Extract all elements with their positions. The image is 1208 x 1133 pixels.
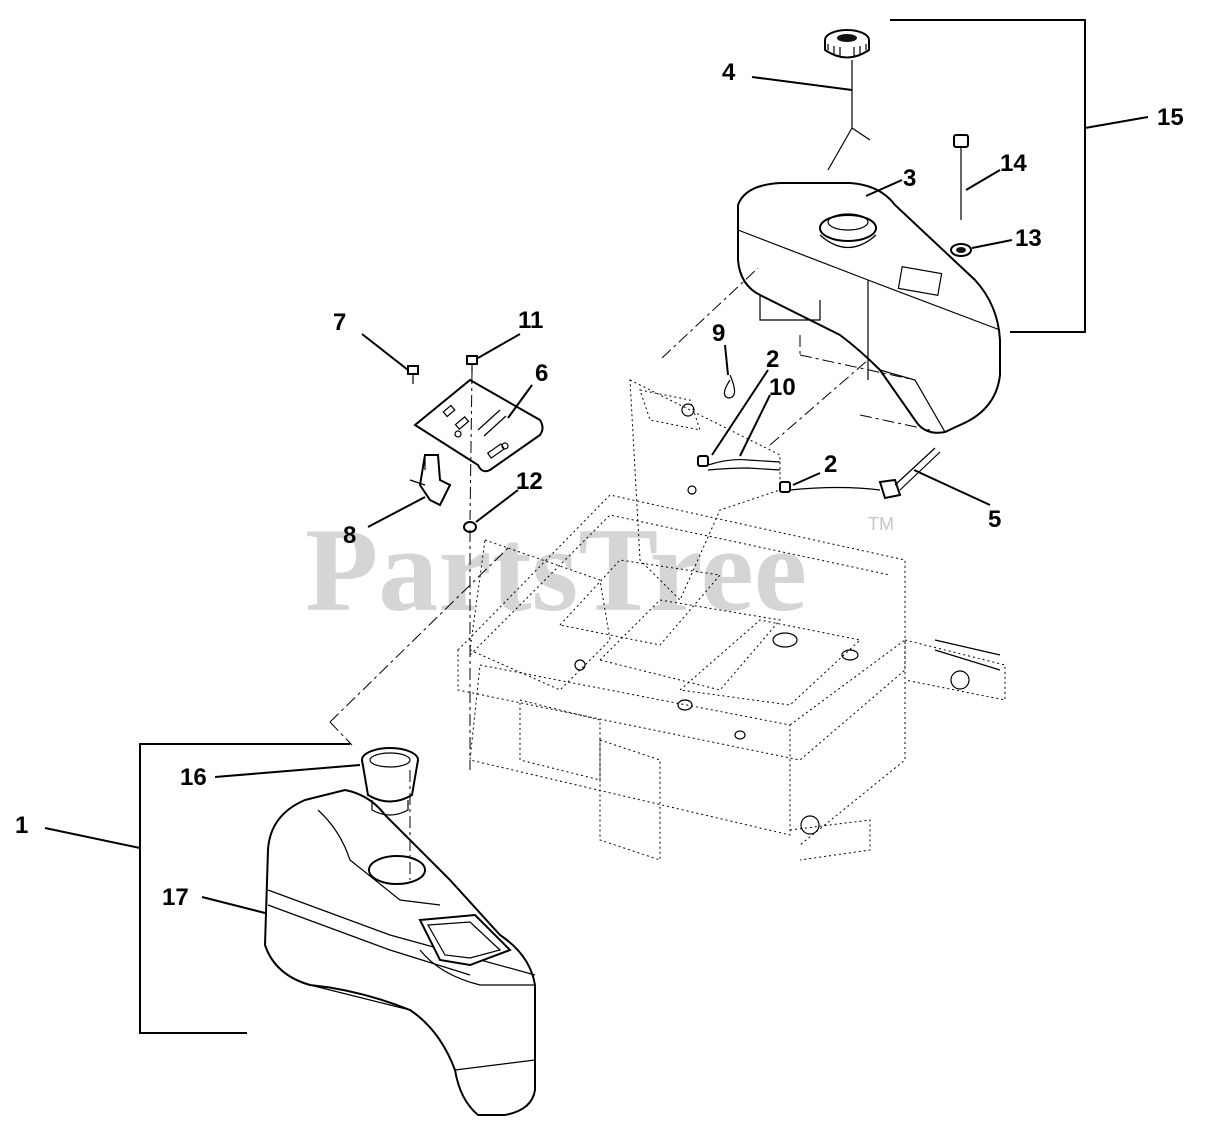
callout-7: 7 — [333, 309, 346, 336]
callout-11: 11 — [518, 307, 543, 334]
callout-10: 10 — [769, 374, 796, 401]
watermark: PartsTree TM — [305, 503, 894, 636]
callout-17: 17 — [162, 884, 189, 911]
bracket-15 — [890, 19, 1149, 333]
callout-6: 6 — [535, 360, 548, 387]
callout-4: 4 — [722, 59, 736, 86]
callout-16: 16 — [180, 764, 207, 791]
callout-2-lower: 2 — [824, 451, 837, 478]
callout-2-upper: 2 — [766, 346, 779, 373]
gas-cap — [824, 29, 871, 171]
callout-labels: 1 2 2 3 4 5 6 7 8 9 10 11 12 13 14 15 16… — [15, 59, 1184, 911]
callout-1: 1 — [15, 812, 28, 839]
callout-9: 9 — [712, 320, 725, 347]
fuel-gauge — [950, 134, 972, 257]
leader-lines — [201, 76, 1013, 914]
watermark-tm: TM — [868, 514, 894, 534]
upper-fuel-tank — [737, 182, 1001, 434]
callout-12: 12 — [516, 468, 543, 495]
callout-14: 14 — [1000, 150, 1027, 177]
bracket-1 — [44, 743, 350, 1034]
callout-3: 3 — [903, 165, 916, 192]
callout-13: 13 — [1015, 225, 1042, 252]
callout-8: 8 — [343, 522, 356, 549]
callout-15: 15 — [1157, 104, 1184, 131]
callout-5: 5 — [988, 506, 1001, 533]
lower-fuel-tank — [263, 747, 536, 1116]
fuel-line — [697, 374, 941, 500]
assembly-lines — [329, 267, 931, 770]
chassis-frame — [457, 379, 1006, 861]
control-plate — [407, 355, 544, 533]
